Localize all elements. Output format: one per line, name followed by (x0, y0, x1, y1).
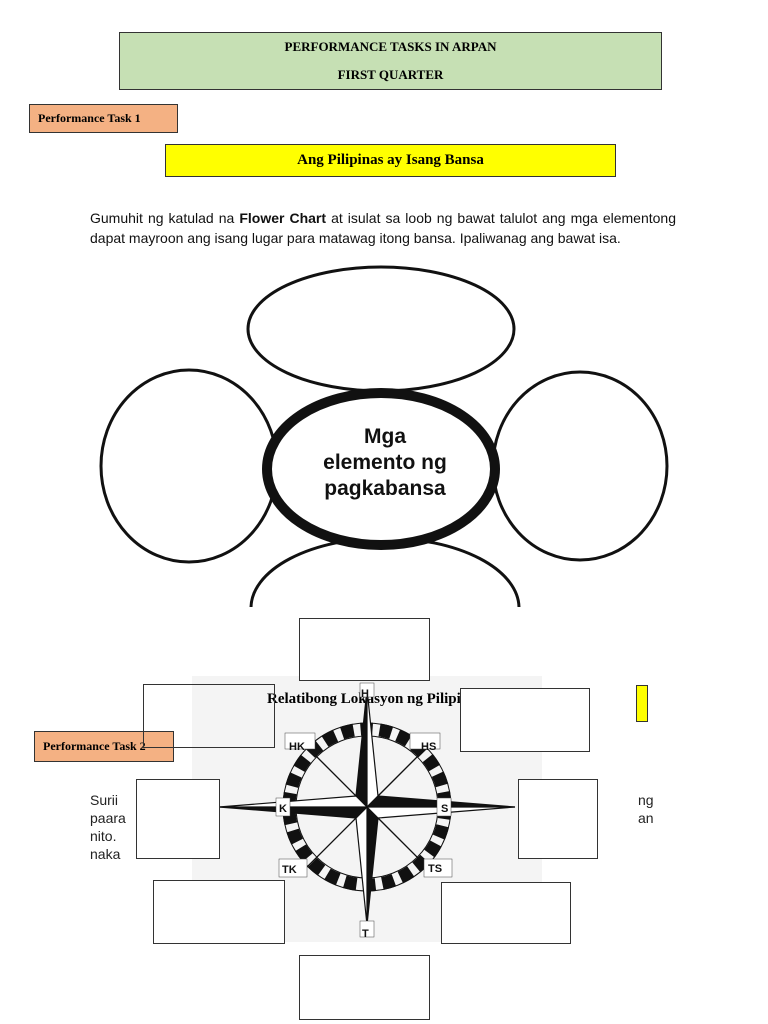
answer-box-northwest[interactable] (143, 684, 275, 748)
header-subtitle: FIRST QUARTER (337, 67, 444, 82)
answer-box-southeast[interactable] (441, 882, 571, 944)
partial-text-right2: an (638, 810, 654, 826)
partial-text-left1: Surii (90, 792, 119, 808)
task1-instruction: Gumuhit ng katulad na Flower Chart at is… (90, 210, 676, 246)
partial-text-left4: naka (90, 846, 121, 862)
direction-southwest: TK (282, 864, 297, 876)
task2-title-bar (636, 685, 648, 722)
direction-southeast: TS (428, 863, 443, 875)
flower-center-text: Mga elemento ng pagkabansa (323, 425, 447, 500)
header-title: PERFORMANCE TASKS IN ARPAN (284, 39, 497, 54)
answer-box-northeast[interactable] (460, 688, 590, 752)
answer-box-east[interactable] (518, 779, 598, 859)
task2-title: Relatibong Lokasyon ng Pilipinas (267, 691, 483, 707)
task1-title: Ang Pilipinas ay Isang Bansa (165, 144, 616, 177)
task1-label: Performance Task 1 (29, 104, 178, 133)
direction-northeast: HS (421, 741, 437, 753)
answer-box-south[interactable] (299, 955, 430, 1020)
direction-south: T (362, 928, 369, 940)
direction-northwest: HK (289, 741, 305, 753)
partial-text-left2: paara (90, 810, 126, 826)
answer-box-southwest[interactable] (153, 880, 285, 944)
answer-box-north[interactable] (299, 618, 430, 681)
direction-north: H (361, 688, 369, 700)
instruction-bold: Flower Chart (239, 210, 327, 226)
partial-text-right1: ng (638, 792, 654, 808)
header-box: PERFORMANCE TASKS IN ARPAN FIRST QUARTER (119, 32, 662, 90)
direction-west: K (279, 803, 287, 815)
flower-center (262, 388, 500, 550)
task2-label: Performance Task 2 (34, 731, 174, 762)
answer-box-west[interactable] (136, 779, 220, 859)
partial-text-left3: nito. (90, 828, 117, 844)
direction-east: S (441, 803, 449, 815)
